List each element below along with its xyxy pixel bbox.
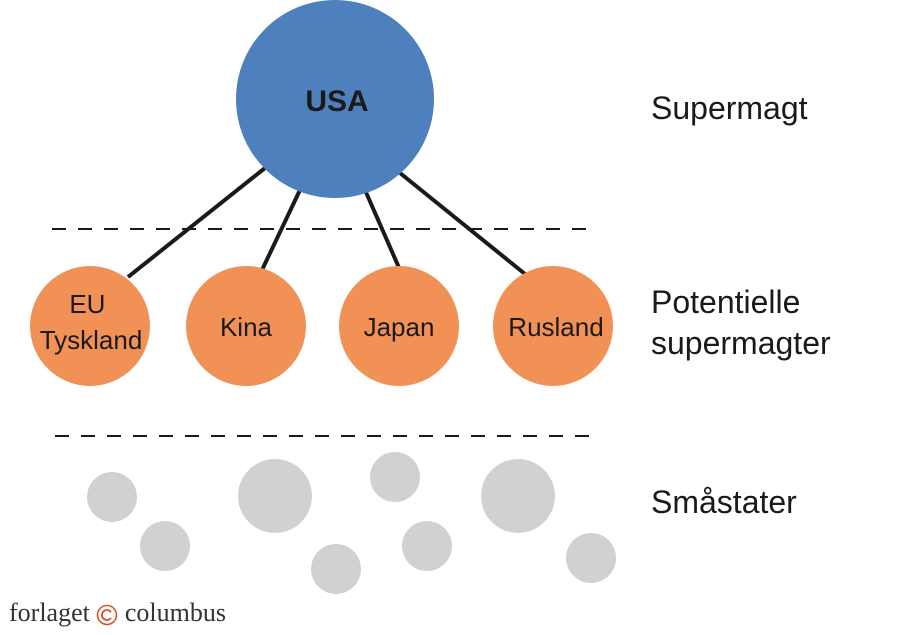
connector-line-kina — [260, 189, 302, 271]
potential-superpower-node-japan: Japan — [339, 266, 459, 386]
superpower-label: USA — [305, 85, 368, 118]
small-state-circle — [402, 521, 452, 571]
connector-line-rusland — [398, 171, 527, 276]
copyright-icon — [96, 603, 118, 626]
potential-superpower-circle — [493, 266, 613, 386]
connector-lines — [126, 166, 527, 279]
potential-superpower-circle — [186, 266, 306, 386]
tier-label-superpower: Supermagt — [651, 90, 808, 126]
superpower-node: USA — [236, 0, 434, 198]
small-state-circle — [87, 472, 137, 522]
small-state-circle — [311, 544, 361, 594]
superpower-circle — [236, 0, 434, 198]
small-state-circle — [370, 452, 420, 502]
tier-label-potential: Potentielle supermagter — [651, 284, 831, 361]
connector-line-japan — [363, 189, 402, 271]
potential-superpower-circle — [339, 266, 459, 386]
potential-superpower-node-eu: EU Tyskland — [30, 266, 150, 386]
potential-superpower-circle — [30, 266, 150, 386]
small-state-circle — [481, 459, 555, 533]
potential-superpower-node-rusland: Rusland — [493, 266, 613, 386]
publisher-logo: forlaget columbus — [9, 598, 226, 628]
publisher-name-right: columbus — [124, 598, 226, 627]
small-state-circle — [238, 459, 312, 533]
connector-line-eu — [126, 166, 267, 279]
publisher-name-left: forlaget — [9, 598, 90, 627]
small-states-group — [87, 452, 616, 594]
potential-superpower-node-kina: Kina — [186, 266, 306, 386]
tier-label-small-states: Småstater — [651, 484, 797, 520]
potential-superpower-label-kina: Kina — [220, 312, 273, 342]
potential-superpower-label-eu: EU Tyskland — [40, 289, 143, 355]
small-state-circle — [566, 533, 616, 583]
small-state-circle — [140, 521, 190, 571]
potential-superpower-label-japan: Japan — [364, 312, 435, 342]
potential-superpower-label-rusland: Rusland — [508, 312, 603, 342]
